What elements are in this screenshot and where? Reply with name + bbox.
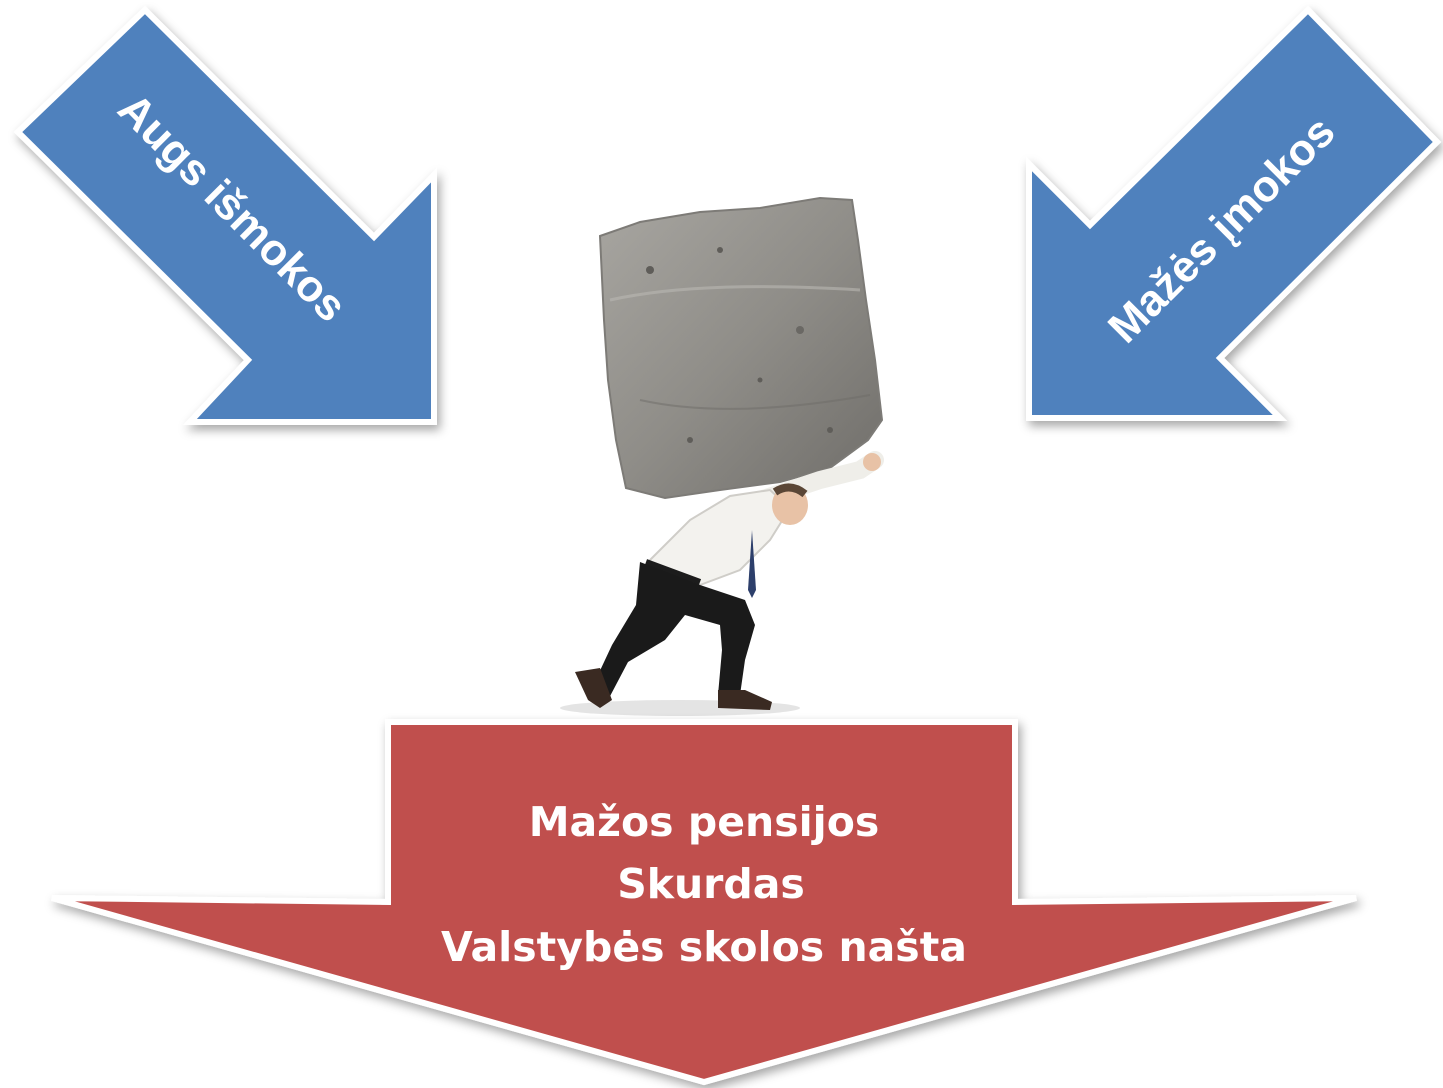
bottom-arrow-line-2: Skurdas [617, 860, 805, 908]
man-legs [590, 562, 755, 700]
boulder [598, 196, 884, 500]
right-arrow: Mažės įmokos [1026, 5, 1442, 421]
left-arrow: Augs išmokos [13, 5, 437, 425]
bottom-arrow-line-1: Mažos pensijos [529, 798, 880, 846]
bottom-arrow-shape [51, 719, 1357, 1086]
bottom-arrow-line-3: Valstybės skolos našta [441, 923, 967, 971]
man-carrying-boulder-image [560, 196, 884, 716]
left-arrow-shape [13, 5, 437, 425]
right-arrow-shape [1026, 5, 1442, 421]
bottom-arrow: Mažos pensijos Skurdas Valstybės skolos … [51, 719, 1357, 1086]
